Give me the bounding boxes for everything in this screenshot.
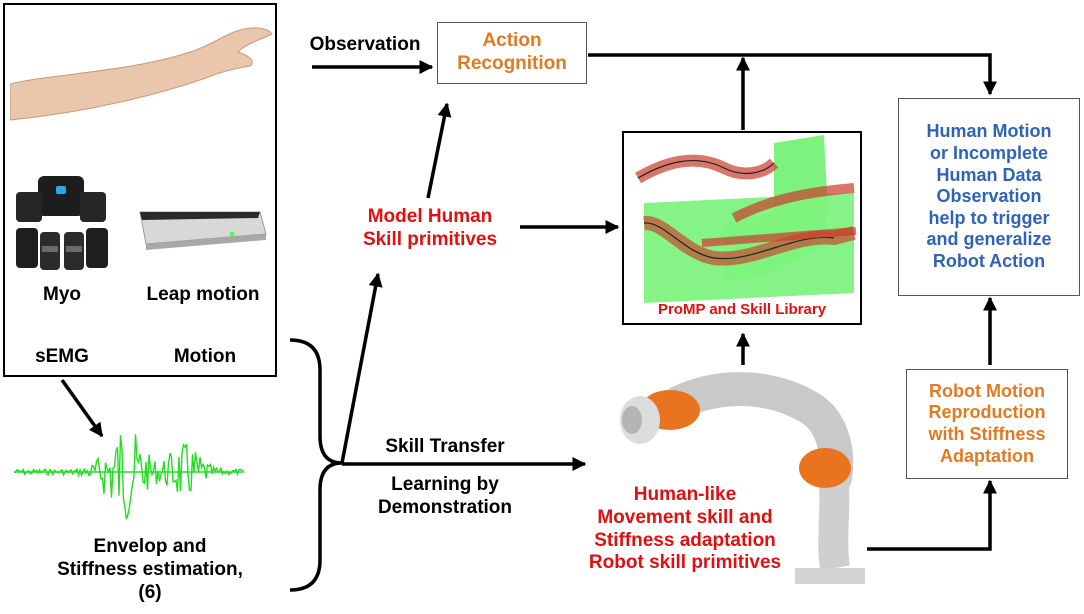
human-arm-image	[10, 27, 273, 121]
leap-motion-label: Leap motion	[146, 284, 260, 305]
curly-brace	[289, 338, 343, 592]
promp-trajectory-plot	[635, 135, 857, 303]
envelop-stiffness-label: Envelop and Stiffness estimation, (6)	[57, 536, 243, 603]
myo-label: Myo	[43, 284, 81, 305]
robot-skill-caption: Human-like Movement skill and Stiffness …	[588, 484, 782, 574]
action-recognition-box: Action Recognition	[437, 22, 587, 84]
model-human-skill-label: Model Human Skill primitives	[362, 206, 498, 250]
arrow-robot-to-reproduction	[867, 479, 997, 551]
human-motion-box: Human Motion or Incomplete Human Data Ob…	[898, 98, 1080, 296]
learning-by-demonstration-label: Learning by Demonstration	[377, 474, 513, 518]
observation-label: Observation	[309, 34, 421, 55]
arrow-model-to-action	[426, 102, 452, 199]
semg-label: sEMG	[35, 346, 89, 367]
arrow-action-to-human-motion	[588, 53, 997, 96]
motion-label: Motion	[173, 346, 237, 367]
arrow-brace-to-model	[340, 272, 383, 464]
leap-motion-image	[139, 211, 267, 250]
emg-signal-plot	[14, 434, 244, 520]
arrow-panel-to-emg	[60, 378, 104, 438]
kuka-robot-arm-image	[620, 372, 865, 584]
promp-label: ProMP and Skill Library	[657, 301, 827, 318]
promp-skill-library-box: ProMP and Skill Library	[622, 131, 862, 325]
myo-armband-image	[16, 176, 108, 270]
skill-transfer-label: Skill Transfer	[385, 436, 505, 457]
robot-motion-reproduction-box: Robot Motion Reproduction with Stiffness…	[906, 369, 1068, 479]
